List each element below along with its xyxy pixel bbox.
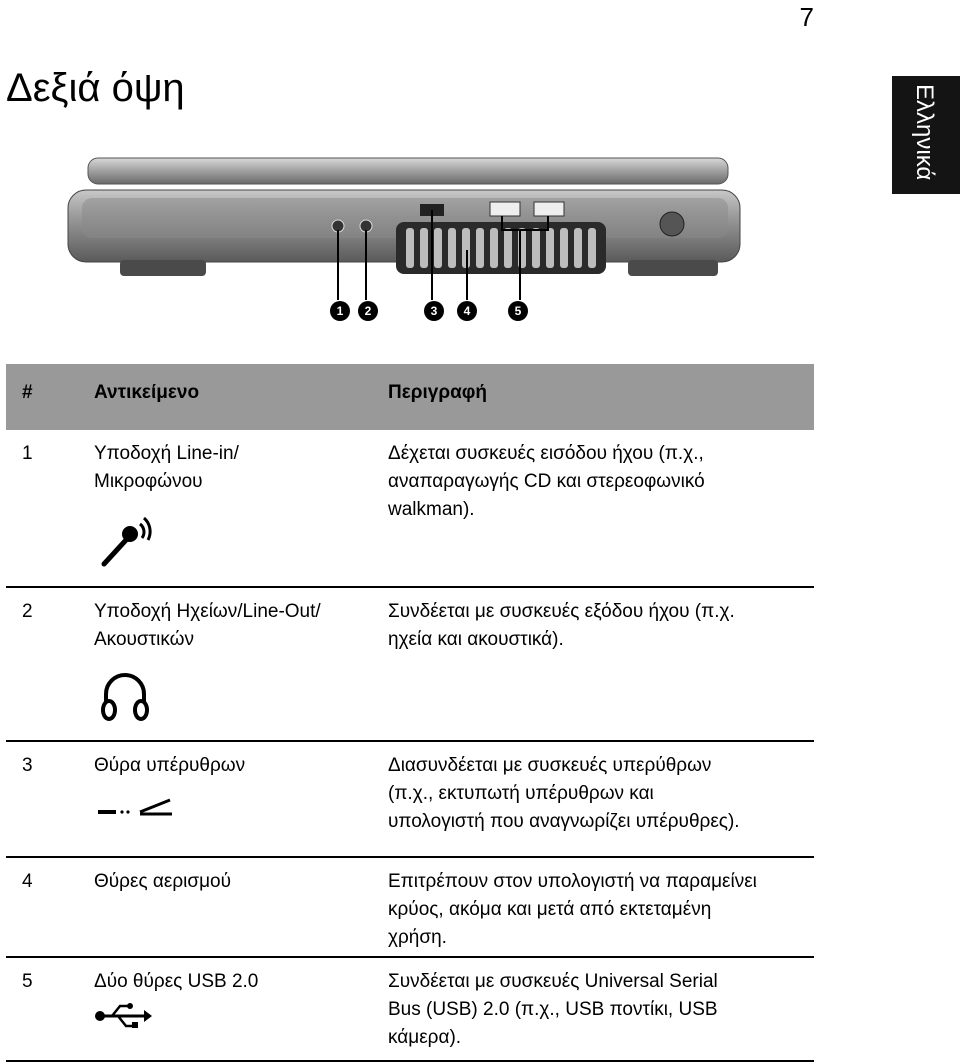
callout-4: 4 bbox=[464, 304, 471, 318]
table-row: 5 Δύο θύρες USB 2.0 Συνδέεται με συσκευέ… bbox=[6, 958, 814, 1062]
laptop-lid bbox=[87, 157, 729, 185]
usb-port bbox=[489, 201, 521, 217]
callout-5: 5 bbox=[515, 304, 522, 318]
header-number: # bbox=[22, 382, 33, 403]
table-header: # Αντικείμενο Περιγραφή bbox=[6, 364, 814, 430]
page-title: Δεξιά όψη bbox=[6, 66, 185, 110]
specification-table: # Αντικείμενο Περιγραφή 1 Υποδοχή Line-i… bbox=[6, 364, 814, 1062]
usb-port bbox=[533, 201, 565, 217]
row-item: Υποδοχή Line-in/ Μικροφώνου bbox=[94, 443, 239, 492]
header-description: Περιγραφή bbox=[388, 382, 487, 403]
security-lock-slot bbox=[659, 211, 685, 237]
callout-2: 2 bbox=[365, 304, 372, 318]
header-item: Αντικείμενο bbox=[94, 382, 200, 403]
row-number: 1 bbox=[22, 443, 33, 464]
row-item: Υποδοχή Ηχείων/Line-Out/ Ακουστικών bbox=[94, 601, 321, 650]
callout-3: 3 bbox=[431, 304, 438, 318]
ventilation-slots bbox=[396, 222, 606, 274]
table-row: 1 Υποδοχή Line-in/ Μικροφώνου Δέχεται συ… bbox=[6, 430, 814, 588]
microphone-icon bbox=[96, 510, 156, 570]
headphones-icon bbox=[98, 670, 152, 724]
laptop-foot bbox=[120, 260, 206, 276]
laptop-right-side-illustration: 1 2 3 4 5 bbox=[67, 157, 741, 321]
table-row: 3 Θύρα υπέρυθρων Διασυνδέεται με συσκευέ… bbox=[6, 742, 814, 858]
row-number: 4 bbox=[22, 871, 33, 892]
row-description: Συνδέεται με συσκευές Universal Serial B… bbox=[388, 971, 718, 1048]
row-number: 2 bbox=[22, 601, 33, 622]
row-number: 3 bbox=[22, 755, 33, 776]
table-row: 2 Υποδοχή Ηχείων/Line-Out/ Ακουστικών Συ… bbox=[6, 588, 814, 742]
row-description: Επιτρέπουν στον υπολογιστή να παραμείνει… bbox=[388, 871, 757, 948]
callout-1: 1 bbox=[337, 304, 344, 318]
row-description: Δέχεται συσκευές εισόδου ήχου (π.χ., ανα… bbox=[388, 443, 705, 520]
table-row: 4 Θύρες αερισμού Επιτρέπουν στον υπολογι… bbox=[6, 858, 814, 958]
language-tab: Ελληνικά bbox=[892, 76, 960, 194]
infrared-icon bbox=[98, 798, 178, 822]
row-item: Δύο θύρες USB 2.0 bbox=[94, 971, 259, 992]
laptop-foot bbox=[628, 260, 718, 276]
usb-icon bbox=[94, 1002, 154, 1030]
row-item: Θύρες αερισμού bbox=[94, 871, 231, 892]
row-description: Συνδέεται με συσκευές εξόδου ήχου (π.χ. … bbox=[388, 601, 735, 650]
row-item: Θύρα υπέρυθρων bbox=[94, 755, 246, 776]
row-description: Διασυνδέεται με συσκευές υπερύθρων (π.χ.… bbox=[388, 755, 740, 832]
row-number: 5 bbox=[22, 971, 33, 992]
page-number: 7 bbox=[799, 2, 814, 32]
language-tab-label: Ελληνικά bbox=[911, 84, 938, 181]
